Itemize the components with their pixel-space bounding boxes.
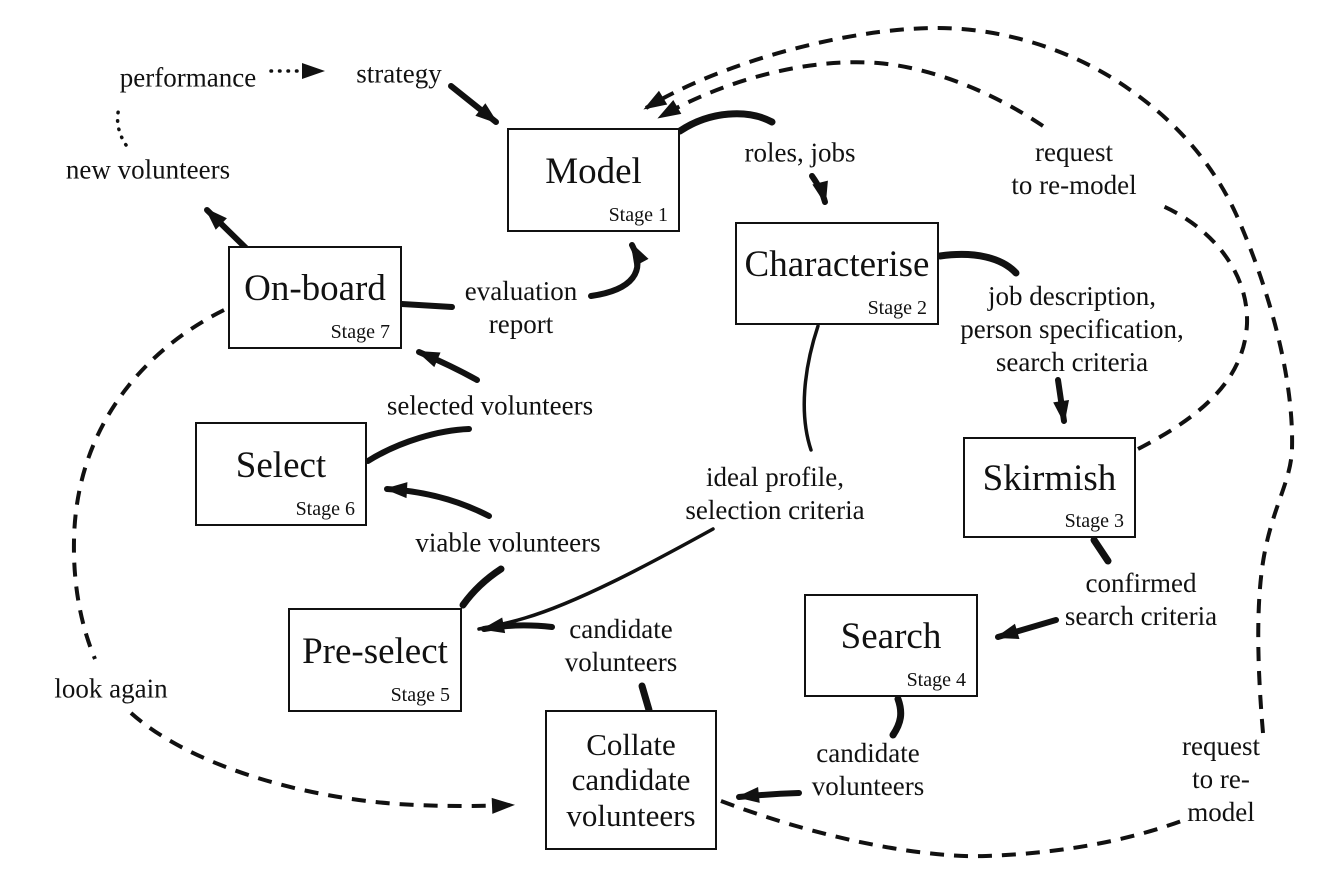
edge-job-description-to-skirmish-arrow <box>1053 377 1070 424</box>
node-select-title: Select <box>235 444 327 486</box>
node-collate-title: Collate candidate volunteers <box>566 726 696 833</box>
edge-selected-to-onboard-arrow <box>416 349 480 383</box>
edge-model-to-roles-jobs <box>676 110 776 135</box>
label-confirmed-search-criteria: confirmed search criteria <box>1064 567 1218 631</box>
label-new-volunteers: new volunteers <box>65 154 231 185</box>
edge-skirmish-remodel-dashed-lower <box>1137 202 1250 451</box>
node-select-stage: Stage 6 <box>295 498 355 520</box>
label-look-again: look again <box>54 673 168 704</box>
node-characterise-title: Characterise <box>744 244 930 286</box>
node-preselect: Pre-select Stage 5 <box>288 608 462 712</box>
node-select: Select Stage 6 <box>195 422 367 526</box>
edge-collate-to-candidate <box>638 682 653 714</box>
node-model: Model Stage 1 <box>507 128 680 232</box>
edge-look-again-dashed-upper <box>71 308 225 660</box>
edge-ideal-profile-to-preselect <box>477 527 715 631</box>
edge-strategy-to-model-arrow <box>448 83 499 125</box>
edge-collate-remodel-dashed-arrow <box>643 25 1295 734</box>
node-onboard-title: On-board <box>244 268 386 310</box>
edge-collate-remodel-dashed-lower <box>720 799 1185 859</box>
label-ideal-profile: ideal profile, selection criteria <box>685 461 865 525</box>
label-roles-jobs: roles, jobs <box>744 137 856 168</box>
edge-viable-to-select-arrow <box>384 482 492 519</box>
node-preselect-title: Pre-select <box>302 630 448 672</box>
node-characterise: Characterise Stage 2 <box>735 222 939 325</box>
node-model-title: Model <box>545 150 642 192</box>
edge-search-to-candidate <box>889 695 905 739</box>
node-model-stage: Stage 1 <box>608 204 668 226</box>
node-characterise-stage: Stage 2 <box>867 297 927 319</box>
node-preselect-stage: Stage 5 <box>390 684 450 706</box>
label-request-remodel-bottom: request to re-model <box>1182 731 1260 828</box>
edge-onboard-to-new-volunteers-arrow <box>204 207 253 255</box>
label-job-description: job description, person specification, s… <box>960 281 1184 378</box>
label-strategy: strategy <box>356 58 442 89</box>
node-search-title: Search <box>840 616 942 658</box>
label-selected-volunteers: selected volunteers <box>386 390 594 421</box>
label-evaluation-report: evaluation report <box>464 275 578 339</box>
edge-onboard-to-evaluation <box>399 301 455 310</box>
edge-preselect-to-viable <box>459 565 505 609</box>
edge-confirmed-to-search-arrow <box>995 617 1059 640</box>
label-candidate-volunteers-search: candidate volunteers <box>811 737 925 801</box>
label-request-remodel-top: request to re-model <box>1011 136 1137 200</box>
label-candidate-volunteers-collate: candidate volunteers <box>564 613 678 677</box>
edge-new-volunteers-to-performance-dotted <box>115 103 128 147</box>
edge-characterise-to-ideal-profile <box>802 324 820 452</box>
edge-candidate-to-collate-arrow <box>736 786 802 803</box>
node-search: Search Stage 4 <box>804 594 978 697</box>
edge-characterise-to-job-description <box>936 250 1020 277</box>
node-search-stage: Stage 4 <box>906 669 966 691</box>
label-performance: performance <box>119 62 257 93</box>
edge-roles-jobs-to-characterise-arrow <box>809 173 828 205</box>
edge-evaluation-to-model-arrow <box>588 242 649 299</box>
edge-select-to-selected <box>365 426 472 464</box>
edge-skirmish-to-confirmed <box>1090 536 1112 565</box>
node-collate: Collate candidate volunteers <box>545 710 717 850</box>
edge-look-again-dashed-lower-arrow <box>129 711 515 814</box>
node-skirmish-stage: Stage 3 <box>1064 510 1124 532</box>
node-onboard-stage: Stage 7 <box>330 321 390 343</box>
node-skirmish-title: Skirmish <box>982 458 1117 500</box>
node-onboard: On-board Stage 7 <box>228 246 402 349</box>
edge-skirmish-remodel-dashed-arrow <box>657 60 1045 128</box>
label-viable-volunteers: viable volunteers <box>415 527 601 558</box>
node-skirmish: Skirmish Stage 3 <box>963 437 1136 538</box>
